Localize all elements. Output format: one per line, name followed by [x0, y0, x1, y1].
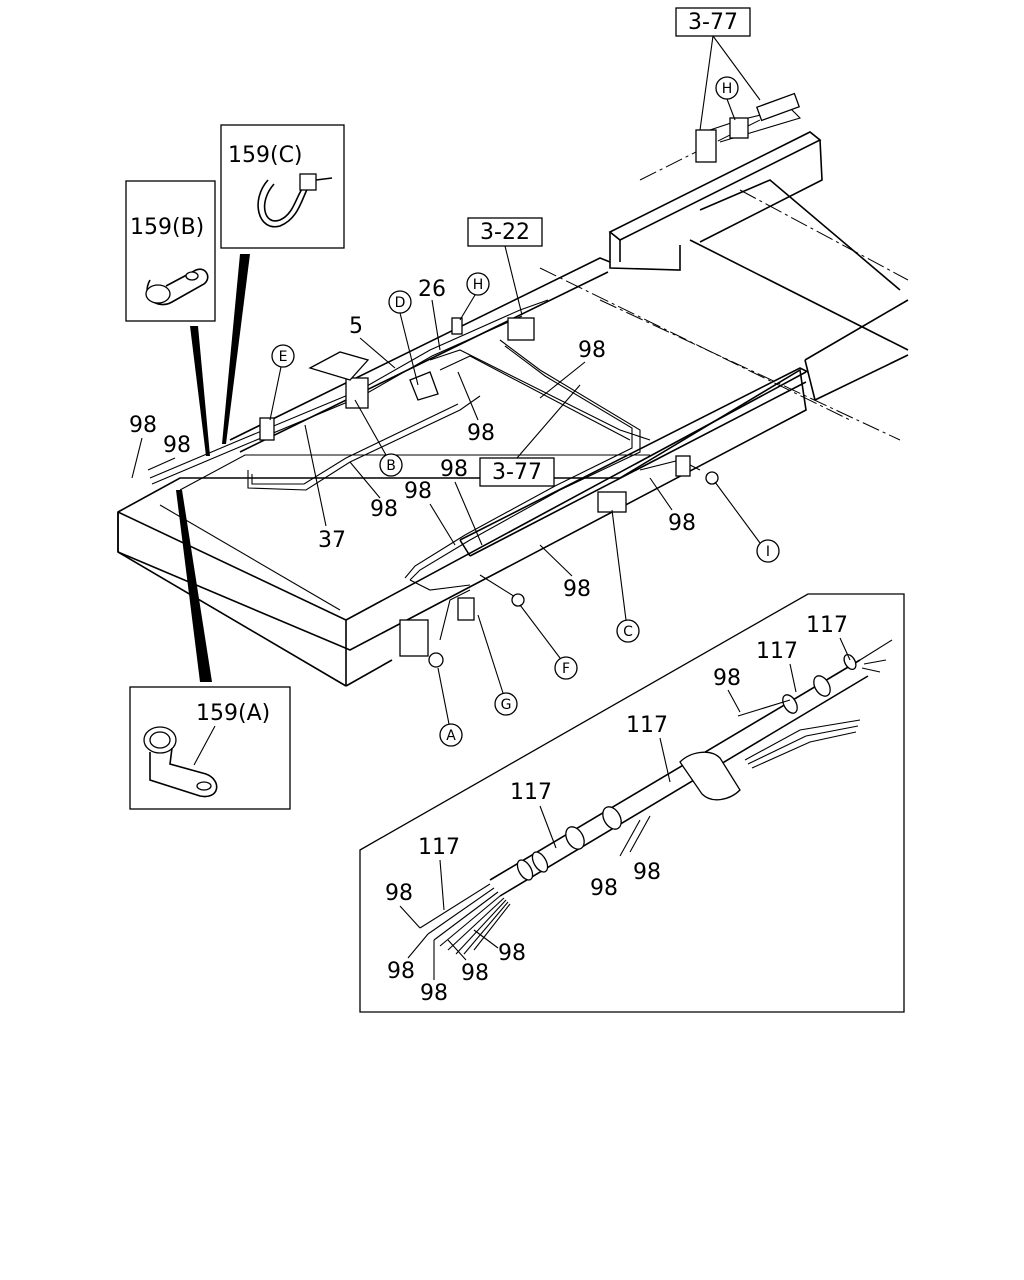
- part-number: 98: [440, 457, 468, 482]
- circle-callout-A: A: [437, 667, 463, 747]
- ref-box-label: 3-22: [480, 220, 530, 245]
- part-number: 5: [349, 314, 363, 339]
- circle-callout-H-top: H: [715, 76, 739, 121]
- ref-box-3-77-top: 3-77: [675, 7, 761, 131]
- part-number: 26: [418, 277, 446, 302]
- part-number: 37: [318, 528, 346, 553]
- harness-label: 117: [626, 713, 668, 738]
- circle-callout-F: F: [519, 604, 578, 680]
- circle-callout-H-mid: H: [459, 272, 490, 321]
- harness-label: 98: [590, 876, 618, 901]
- part-number: 98: [578, 338, 606, 363]
- svg-text:159(A): 159(A): [196, 701, 270, 726]
- part-number: 98: [370, 497, 398, 522]
- svg-text:H: H: [473, 277, 484, 293]
- part-number: 98: [668, 511, 696, 536]
- ref-box-3-22: 3-22: [467, 217, 543, 316]
- svg-text:159(B): 159(B): [130, 215, 204, 240]
- harness-label: 98: [713, 666, 741, 691]
- harness-labels: 117 117 98 117 117 117 98 98 98 98 98 98…: [385, 613, 851, 1006]
- svg-text:B: B: [386, 458, 396, 474]
- svg-text:H: H: [722, 81, 733, 97]
- svg-text:E: E: [279, 349, 288, 365]
- circle-callout-D: D: [388, 290, 419, 386]
- circle-callout-C: C: [611, 509, 640, 643]
- harness-label: 117: [756, 639, 798, 664]
- inset-159a: 159(A): [129, 490, 291, 810]
- harness-detail-panel: [359, 593, 905, 1013]
- harness-label: 98: [633, 860, 661, 885]
- harness-label: 98: [420, 981, 448, 1006]
- harness-label: 98: [498, 941, 526, 966]
- harness-label: 117: [806, 613, 848, 638]
- components: [259, 92, 801, 668]
- ref-box-label: 3-77: [688, 10, 738, 35]
- part-number: 98: [129, 413, 157, 438]
- part-labels: 26 5 98 98 98 98 98 98 98 98 98 37: [129, 277, 696, 602]
- part-number: 98: [404, 479, 432, 504]
- part-number: 98: [163, 433, 191, 458]
- svg-text:C: C: [623, 624, 633, 640]
- harness-label: 117: [510, 780, 552, 805]
- svg-text:I: I: [766, 544, 770, 560]
- harness-label: 98: [385, 881, 413, 906]
- harness-label: 98: [387, 959, 415, 984]
- circle-callout-E: E: [269, 344, 295, 421]
- ref-box-3-77-mid: 3-77: [479, 384, 581, 487]
- circle-callout-G: G: [477, 614, 518, 716]
- svg-text:G: G: [501, 697, 512, 713]
- svg-text:A: A: [446, 728, 456, 744]
- harness-label: 117: [418, 835, 460, 860]
- part-number: 98: [563, 577, 591, 602]
- circle-callout-I: I: [714, 481, 780, 563]
- part-number: 98: [467, 421, 495, 446]
- harness-label: 98: [461, 961, 489, 986]
- svg-text:159(C): 159(C): [228, 143, 303, 168]
- circle-callout-B: B: [354, 399, 403, 477]
- svg-text:D: D: [395, 295, 406, 311]
- inset-159c: 159(C): [220, 124, 345, 444]
- ref-box-label: 3-77: [492, 460, 542, 485]
- inset-159b: 159(B): [125, 180, 216, 456]
- svg-text:F: F: [562, 661, 570, 677]
